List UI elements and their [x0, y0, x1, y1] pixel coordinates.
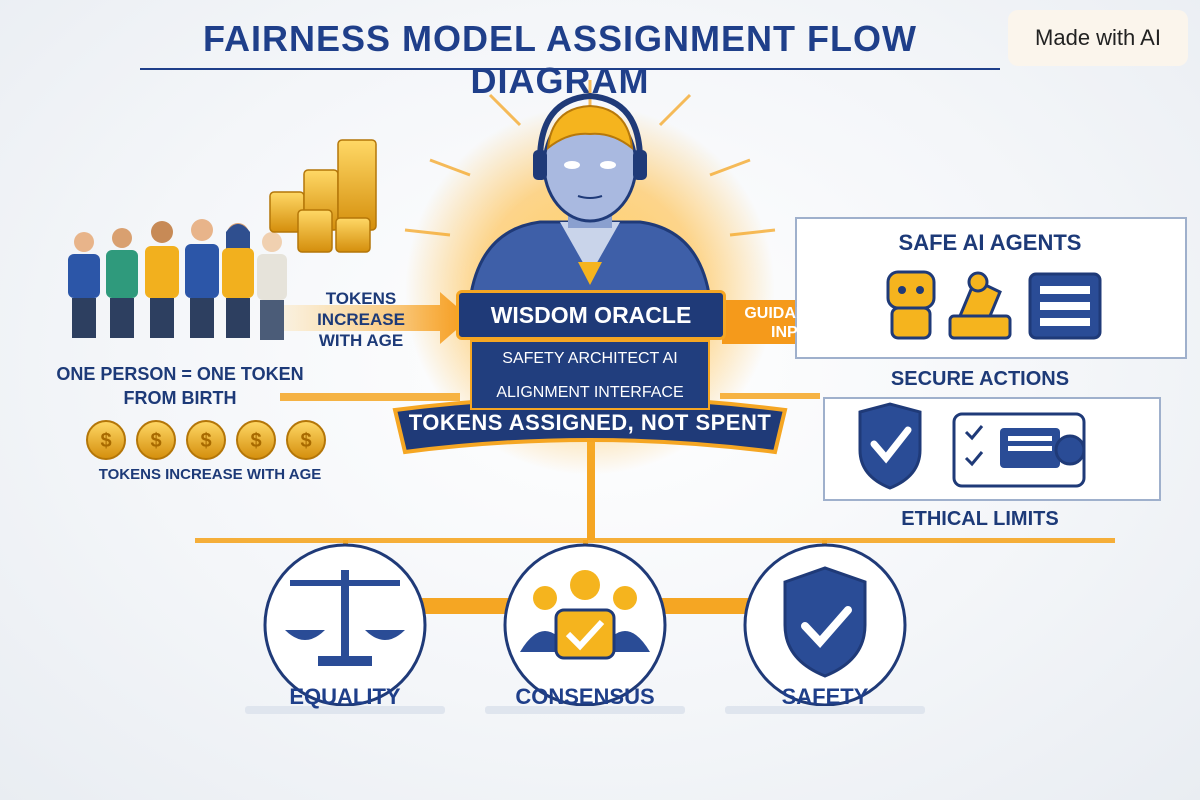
coin-symbol: $ — [300, 430, 311, 452]
coin-row — [86, 420, 326, 460]
consensus-label: CONSENSUS — [515, 684, 655, 709]
ribbon-label: TOKENS ASSIGNED, NOT SPENT — [408, 410, 772, 435]
coin-symbol: $ — [150, 430, 161, 452]
coin-symbols: $ $ $ $ $ — [100, 430, 311, 452]
coin-symbol: $ — [200, 430, 211, 452]
made-with-ai-badge: Made with AI — [1008, 10, 1188, 66]
ai-oracle-figure — [468, 92, 712, 302]
robot-icon — [886, 270, 936, 340]
diagram-title: FAIRNESS MODEL ASSIGNMENT FLOW DIAGRAM — [202, 18, 918, 101]
coin-symbol: $ — [100, 430, 111, 452]
shield-check-icon — [858, 402, 922, 490]
tokens-age-label: TOKENS INCREASE WITH AGE — [98, 466, 322, 483]
robot-arm-icon — [948, 271, 1012, 340]
secure-actions-label: SECURE ACTIONS — [890, 368, 1070, 390]
guidance-label: GUIDANCE & INPUT — [744, 305, 846, 341]
equality-label: EQUALITY — [289, 684, 401, 709]
ethical-limits-label: ETHICAL LIMITS — [901, 508, 1059, 530]
safety-pillar-icon — [743, 543, 907, 707]
tokens-arrow — [280, 292, 470, 344]
tokens-arrow-label: TOKENS INCREASE WITH AGE — [317, 289, 405, 350]
safe-agents-label: SAFE AI AGENTS — [898, 230, 1082, 255]
equality-pillar-icon — [263, 543, 427, 707]
consensus-plate — [485, 706, 685, 714]
server-icon — [1028, 272, 1102, 340]
oracle-line-1: SAFETY ARCHITECT AI — [502, 350, 678, 367]
wisdom-oracle-title: WISDOM ORACLE — [456, 290, 726, 340]
equality-plate — [245, 706, 445, 714]
oracle-subtitle-box: SAFETY ARCHITECT AI ALIGNMENT INTERFACE — [470, 340, 710, 410]
one-person-label: ONE PERSON = ONE TOKEN FROM BIRTH — [56, 364, 304, 408]
coin-symbol: $ — [250, 430, 261, 452]
consensus-pillar-icon — [503, 543, 667, 707]
safety-label: SAFETY — [781, 684, 869, 709]
title-underline — [140, 68, 1000, 70]
checklist-icon — [952, 412, 1086, 488]
coin-stacks-icon — [269, 139, 377, 253]
people-group-icon — [68, 219, 287, 340]
oracle-line-2: ALIGNMENT INTERFACE — [496, 384, 684, 401]
safety-plate — [725, 706, 925, 714]
